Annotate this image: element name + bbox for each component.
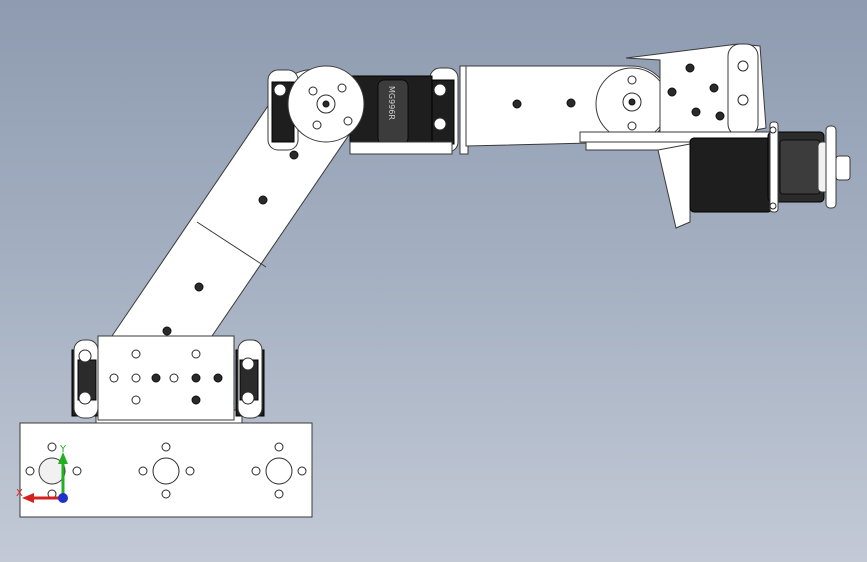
gripper-motor[interactable] (657, 121, 851, 229)
bracket-holes (109, 349, 223, 405)
base-servo-bracket[interactable] (71, 335, 265, 424)
servo-model-label: MG996R (387, 86, 396, 120)
upper-arm-link[interactable] (465, 65, 671, 147)
base-hole-group-middle (138, 442, 195, 499)
triad-x-label: X (16, 488, 23, 499)
coordinate-triad: Y X (16, 444, 68, 503)
lower-arm-holes (162, 150, 299, 336)
base-hole-group-left (25, 442, 82, 499)
elbow-joint-disc (287, 65, 365, 143)
triad-z-dot (58, 493, 68, 503)
base-hole-group-right (251, 442, 307, 499)
triad-y-label: Y (59, 444, 67, 455)
triad-x-arrowhead (22, 493, 34, 503)
wrist-bracket[interactable] (579, 43, 777, 151)
triad-y-arrowhead (58, 452, 68, 464)
base-plate[interactable] (19, 422, 313, 518)
